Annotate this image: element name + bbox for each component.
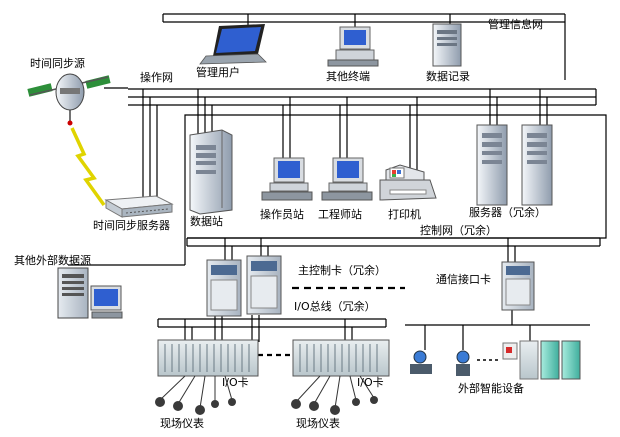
printer-label: 打印机 [388, 208, 421, 221]
io-bus-label: I/O总线（冗余） [294, 300, 376, 313]
satellite-icon [27, 73, 111, 126]
main-control-label: 主控制卡（冗余） [298, 264, 386, 277]
engineer-station-label: 工程师站 [318, 208, 362, 221]
io-card-label-1: I/O卡 [222, 376, 249, 389]
time-server-icon [104, 195, 174, 218]
server-icon [476, 124, 553, 206]
comm-card-icon [501, 261, 535, 311]
manage-user-label: 管理用户 [196, 66, 240, 79]
data-station-label: 数据站 [190, 215, 223, 228]
ops-network-lines [104, 87, 597, 205]
field-instrument-icon [155, 375, 378, 415]
main-control-card-icon [206, 255, 282, 317]
control-network-lines [68, 114, 607, 266]
other-terminal-label: 其他终端 [326, 70, 370, 83]
io-card-rack-icon [157, 339, 390, 377]
field-instrument-label-2: 现场仪表 [296, 417, 340, 430]
smart-device-icon [410, 340, 581, 380]
comm-card-label: 通信接口卡 [436, 273, 491, 286]
external-smart-device-label: 外部智能设备 [458, 382, 524, 395]
ops-network-label: 操作网 [140, 71, 173, 84]
server-label: 服务器（冗余） [469, 206, 546, 219]
data-station-icon [189, 129, 233, 215]
external-source-label: 其他外部数据源 [14, 254, 91, 267]
signal-bolt-icon [70, 127, 106, 207]
io-bus-lines [157, 300, 590, 350]
time-server-label: 时间同步服务器 [93, 219, 170, 232]
operator-station-label: 操作员站 [260, 208, 304, 221]
workstation-icon [327, 26, 379, 67]
laptop-icon [199, 24, 267, 65]
operator-station-icon [261, 157, 313, 201]
printer-icon [379, 164, 437, 201]
dashed-links [258, 286, 405, 357]
engineer-station-icon [321, 157, 373, 201]
external-source-icon [57, 267, 123, 319]
time-source-label: 时间同步源 [30, 57, 85, 70]
data-record-label: 数据记录 [426, 70, 470, 83]
control-network-label: 控制网（冗余） [420, 224, 497, 237]
mis-network-label: 管理信息网 [488, 18, 543, 31]
io-card-label-2: I/O卡 [357, 376, 384, 389]
data-record-server-icon [432, 23, 462, 67]
field-instrument-label-1: 现场仪表 [160, 417, 204, 430]
